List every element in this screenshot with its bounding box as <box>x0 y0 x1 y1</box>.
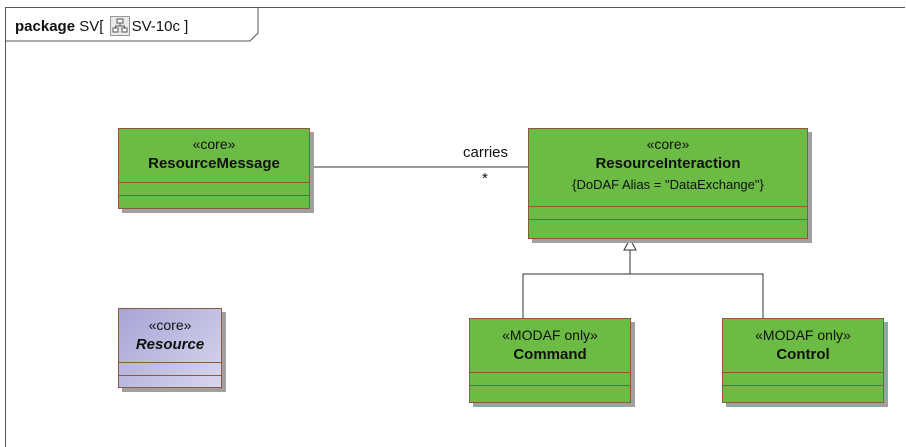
operations-compartment <box>119 195 309 196</box>
frame-package-name: SV <box>79 18 100 35</box>
class-control[interactable]: «MODAF only» Control <box>722 318 884 403</box>
diagram-icon <box>109 16 130 36</box>
frame-title: package SV[ SV-10c ] <box>15 16 188 36</box>
class-resource[interactable]: «core» Resource <box>118 308 222 388</box>
stereotype-label: «core» <box>148 317 192 333</box>
frame-keyword: package <box>15 18 76 35</box>
operations-compartment <box>119 375 221 376</box>
operations-compartment <box>723 385 883 386</box>
frame-diagram-name: SV-10c <box>131 18 180 35</box>
class-name: ResourceMessage <box>148 155 280 172</box>
attributes-compartment <box>119 182 309 183</box>
class-name: Control <box>776 346 830 363</box>
generalization-line-command <box>522 273 630 318</box>
operations-compartment <box>470 385 630 386</box>
generalization-line-control <box>630 273 764 318</box>
attributes-compartment <box>119 362 221 363</box>
connectors-layer <box>5 7 764 318</box>
association-multiplicity: * <box>482 170 488 187</box>
attributes-compartment <box>470 372 630 373</box>
diagram-frame <box>5 7 905 447</box>
tagged-value: {DoDAF Alias = "DataExchange"} <box>572 177 764 192</box>
frame-open-bracket: [ <box>99 18 104 35</box>
stereotype-label: «MODAF only» <box>755 327 851 343</box>
class-name: Command <box>513 346 587 363</box>
stereotype-label: «core» <box>192 136 236 152</box>
association-role-label: carries <box>463 144 509 161</box>
stereotype-label: «MODAF only» <box>502 327 598 343</box>
class-resource-interaction[interactable]: «core» ResourceInteraction {DoDAF Alias … <box>528 128 808 239</box>
frame-tab-outline <box>5 7 259 42</box>
attributes-compartment <box>529 206 807 207</box>
stereotype-label: «core» <box>646 136 690 152</box>
frame-close-bracket: ] <box>184 18 189 35</box>
class-name: ResourceInteraction <box>595 155 741 172</box>
class-command[interactable]: «MODAF only» Command <box>469 318 631 403</box>
attributes-compartment <box>723 372 883 373</box>
operations-compartment <box>529 219 807 220</box>
class-name: Resource <box>135 336 205 353</box>
generalization-arrowhead <box>623 237 637 251</box>
class-resource-message[interactable]: «core» ResourceMessage <box>118 128 310 209</box>
